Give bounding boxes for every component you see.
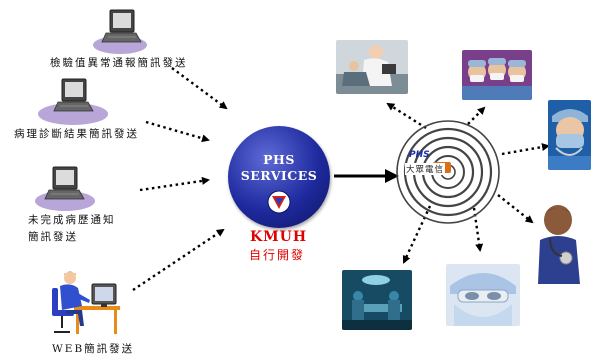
hub-title-line-1: PHS	[263, 152, 295, 167]
arrow-source-2-to-hub	[145, 120, 210, 143]
hospital-emblem-icon	[267, 190, 291, 218]
arrow-target-to-photo-6	[402, 205, 432, 264]
source-3-label-line-1: 未完成病歷通知	[28, 214, 116, 226]
target-logo: PHS	[409, 150, 430, 160]
arrow-target-to-photo-3	[501, 143, 550, 156]
source-2-label: 病理診斷結果簡訊發送	[14, 128, 139, 140]
desk-user-icon	[46, 266, 128, 340]
laptop-icon	[92, 7, 148, 59]
target-name: 大眾電信	[405, 163, 446, 175]
arrow-source-4-to-hub	[132, 228, 225, 291]
arrow-target-to-photo-2	[467, 106, 486, 125]
laptop-icon	[34, 164, 96, 216]
operating-room-photo	[342, 270, 412, 330]
source-4-label: WEB簡訊發送	[52, 343, 135, 355]
hub-subtitle: 自行開發	[249, 248, 306, 262]
org-name: KMUH	[250, 229, 308, 245]
source-3-label-line-2: 簡訊發送	[28, 231, 78, 243]
phs-services-hub: PHS SERVICES	[228, 126, 330, 228]
arrow-target-to-photo-1	[386, 102, 427, 130]
surgeon-with-mask-photo	[548, 100, 591, 170]
arrow-target-to-photo-4	[497, 194, 534, 224]
arrow-source-1-to-hub	[171, 67, 228, 110]
arrow-source-3-to-hub	[139, 176, 210, 192]
laptop-icon	[36, 76, 110, 130]
source-1-label: 檢驗值異常通報簡訊發送	[50, 57, 188, 69]
hub-title-line-2: SERVICES	[240, 168, 318, 183]
surgical-team-photo	[462, 50, 532, 100]
masked-surgeon-closeup-photo	[446, 264, 520, 326]
nurse-with-stethoscope-photo	[536, 200, 588, 284]
doctor-with-patient-photo	[336, 40, 408, 94]
